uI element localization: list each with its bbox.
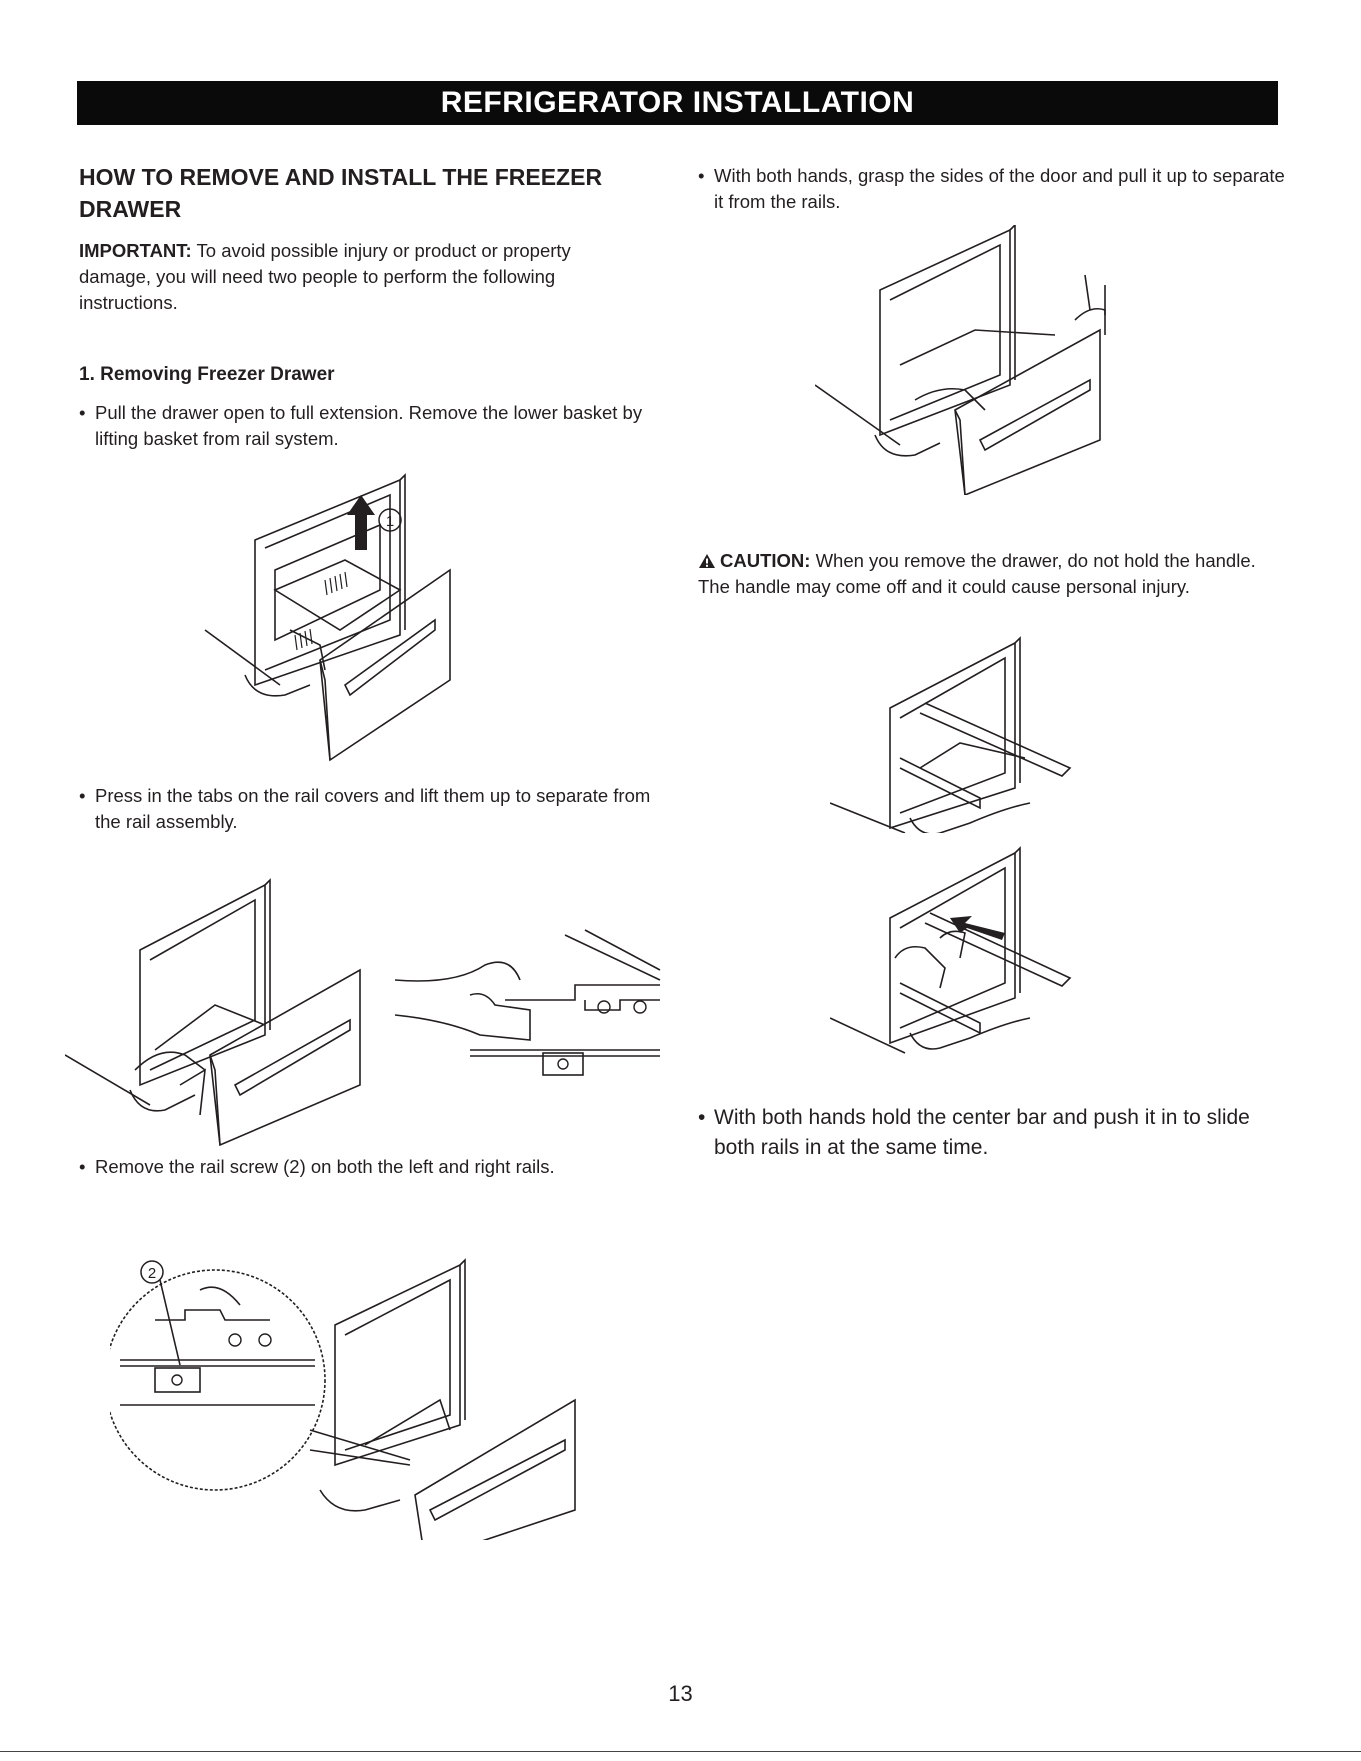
rail-tab-detail-drawing bbox=[395, 929, 661, 1076]
section-title: HOW TO REMOVE AND INSTALL THE FREEZER DR… bbox=[79, 164, 603, 222]
lift-drawer-drawing bbox=[815, 225, 1106, 495]
step-1-title: 1. Removing Freezer Drawer bbox=[79, 364, 335, 385]
page-banner: REFRIGERATOR INSTALLATION bbox=[77, 81, 1278, 125]
warning-triangle-icon bbox=[699, 554, 715, 568]
caution-note: CAUTION: When you remove the drawer, do … bbox=[698, 548, 1273, 600]
figure-rail-screw: 2 bbox=[110, 1250, 590, 1540]
callout-circle bbox=[378, 508, 402, 532]
bullet-grasp-sides: • With both hands, grasp the sides of th… bbox=[698, 163, 1289, 215]
footer-rule bbox=[0, 1751, 1361, 1752]
bullet-dot: • bbox=[698, 1106, 706, 1129]
bullet-remove-screw: • Remove the rail screw (2) on both the … bbox=[79, 1154, 695, 1180]
bullet-press-tabs: • Press in the tabs on the rail covers a… bbox=[79, 783, 675, 835]
bullet-dot: • bbox=[698, 165, 705, 186]
figure-lift-drawer bbox=[815, 225, 1125, 495]
bullet-text: Pull the drawer open to full extension. … bbox=[95, 402, 643, 449]
figure-push-rails bbox=[830, 838, 1090, 1058]
bullet-text: Press in the tabs on the rail covers and… bbox=[95, 785, 651, 832]
important-note: IMPORTANT: To avoid possible injury or p… bbox=[79, 238, 639, 316]
callout-number: 2 bbox=[148, 1265, 156, 1282]
bullet-dot: • bbox=[79, 402, 86, 423]
important-text: To avoid possible injury or product or p… bbox=[79, 240, 571, 313]
bullet-dot: • bbox=[79, 785, 86, 806]
callout-number: 1 bbox=[386, 513, 394, 530]
rail-screw-drawing: 2 bbox=[110, 1258, 576, 1540]
bullet-text: With both hands, grasp the sides of the … bbox=[714, 165, 1285, 212]
bullet-pull-open: • Pull the drawer open to full extension… bbox=[79, 400, 675, 452]
rails-extended-drawing bbox=[830, 636, 1072, 833]
bullet-text: Remove the rail screw (2) on both the le… bbox=[95, 1156, 555, 1177]
bullet-text: With both hands hold the center bar and … bbox=[714, 1106, 1250, 1159]
bullet-dot: • bbox=[79, 1156, 86, 1177]
caution-text: When you remove the drawer, do not hold … bbox=[698, 550, 1256, 597]
callout-circle bbox=[140, 1260, 164, 1284]
push-rails-drawing bbox=[830, 846, 1072, 1054]
bullet-push-center: • With both hands hold the center bar an… bbox=[698, 1103, 1294, 1163]
figure-basket-removal: 1 bbox=[185, 470, 525, 770]
push-arrow-icon bbox=[950, 916, 1005, 940]
press-tabs-drawing bbox=[65, 878, 361, 1147]
figure-press-tabs-detail bbox=[395, 925, 665, 1080]
important-label: IMPORTANT: bbox=[79, 240, 192, 261]
basket-removal-drawing: 1 bbox=[204, 473, 451, 762]
up-arrow-icon bbox=[347, 495, 375, 550]
page-number: 13 bbox=[668, 1681, 693, 1706]
caution-label: CAUTION: bbox=[720, 550, 811, 571]
figure-press-tabs-drawer bbox=[65, 855, 375, 1150]
figure-rails-extended bbox=[830, 628, 1090, 833]
